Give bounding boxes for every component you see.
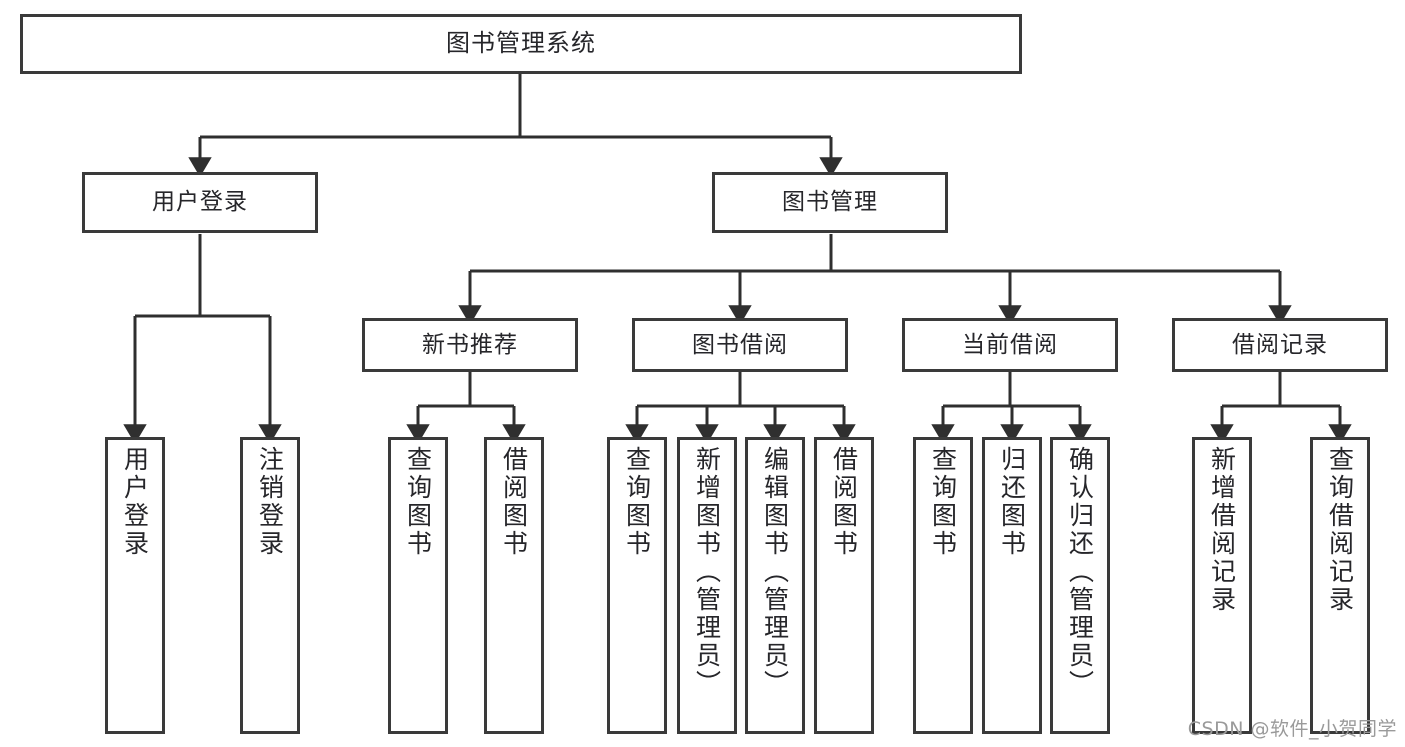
leaf-new-book-query[interactable]: 查询图书 [388, 437, 448, 734]
leaf-book-borrow-query[interactable]: 查询图书 [607, 437, 667, 734]
leaf-user-login-login[interactable]: 用户登录 [105, 437, 165, 734]
leaf-current-borrow-query[interactable]: 查询图书 [913, 437, 973, 734]
node-label: 借阅图书 [499, 446, 529, 558]
node-label: 查询图书 [928, 446, 958, 558]
leaf-current-borrow-return[interactable]: 归还图书 [982, 437, 1042, 734]
node-label: 用户登录 [152, 189, 248, 216]
node-label: 查询图书 [622, 446, 652, 558]
node-root-system[interactable]: 图书管理系统 [20, 14, 1022, 74]
node-label: 借阅图书 [829, 446, 859, 558]
node-label: 借阅记录 [1232, 331, 1328, 358]
node-label: 编辑图书（管理员） [760, 446, 790, 698]
leaf-current-borrow-confirm-return[interactable]: 确认归还（管理员） [1050, 437, 1110, 734]
leaf-new-book-borrow[interactable]: 借阅图书 [484, 437, 544, 734]
node-book-borrow[interactable]: 图书借阅 [632, 318, 848, 372]
node-label: 图书管理系统 [446, 29, 596, 58]
node-user-login[interactable]: 用户登录 [82, 172, 318, 233]
node-new-book-recommend[interactable]: 新书推荐 [362, 318, 578, 372]
node-label: 图书管理 [782, 189, 878, 216]
node-book-management[interactable]: 图书管理 [712, 172, 948, 233]
node-current-borrow[interactable]: 当前借阅 [902, 318, 1118, 372]
leaf-book-borrow-add[interactable]: 新增图书（管理员） [677, 437, 737, 734]
node-label: 确认归还（管理员） [1065, 446, 1095, 698]
node-label: 当前借阅 [962, 331, 1058, 358]
node-label: 用户登录 [120, 446, 150, 558]
node-label: 新增借阅记录 [1207, 446, 1237, 614]
node-label: 归还图书 [997, 446, 1027, 558]
leaf-book-borrow-edit[interactable]: 编辑图书（管理员） [745, 437, 805, 734]
leaf-borrow-records-add[interactable]: 新增借阅记录 [1192, 437, 1252, 734]
leaf-borrow-records-query[interactable]: 查询借阅记录 [1310, 437, 1370, 734]
node-label: 图书借阅 [692, 331, 788, 358]
leaf-user-login-logout[interactable]: 注销登录 [240, 437, 300, 734]
watermark-text: CSDN @软件_小贺同学 [1187, 718, 1397, 740]
node-label: 新增图书（管理员） [692, 446, 722, 698]
leaf-book-borrow-borrow[interactable]: 借阅图书 [814, 437, 874, 734]
node-label: 注销登录 [255, 446, 285, 558]
node-borrow-records[interactable]: 借阅记录 [1172, 318, 1388, 372]
node-label: 查询借阅记录 [1325, 446, 1355, 614]
node-label: 新书推荐 [422, 331, 518, 358]
node-label: 查询图书 [403, 446, 433, 558]
